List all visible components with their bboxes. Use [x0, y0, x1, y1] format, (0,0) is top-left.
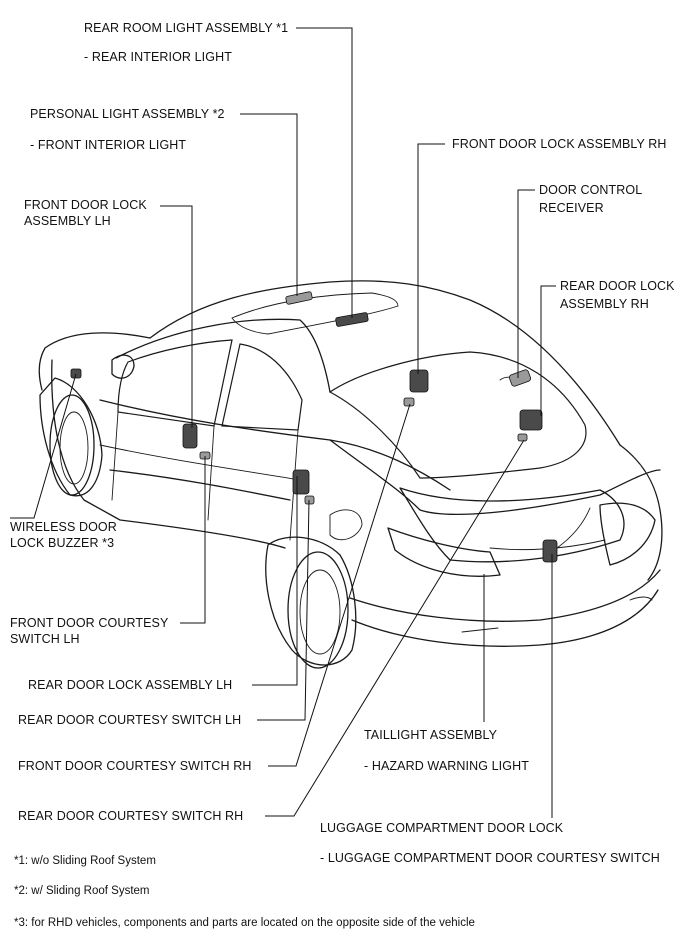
- label-door-control-receiver-2: RECEIVER: [539, 201, 604, 215]
- label-wireless-buzzer-2: LOCK BUZZER *3: [10, 536, 115, 550]
- leader-wireless-buzzer: [10, 373, 77, 519]
- leader-front-door-lock-lh: [160, 205, 193, 428]
- label-front-door-lock-lh-1: FRONT DOOR LOCK: [24, 198, 147, 212]
- leader-rear-courtesy-lh: [257, 499, 310, 721]
- footnote-1: *1: w/o Sliding Roof System: [14, 855, 156, 867]
- label-rear-interior-light: - REAR INTERIOR LIGHT: [84, 50, 232, 64]
- leader-rear-room-light: [296, 27, 353, 318]
- luggage-lock-part: [542, 507, 591, 563]
- footnote-2: *2: w/ Sliding Roof System: [14, 885, 150, 897]
- footnote-3: *3: for RHD vehicles, components and par…: [14, 917, 475, 929]
- leader-rear-door-lock-rh: [540, 285, 556, 416]
- label-rear-courtesy-lh: REAR DOOR COURTESY SWITCH LH: [18, 713, 242, 727]
- label-front-door-lock-lh-2: ASSEMBLY LH: [24, 214, 111, 228]
- label-front-courtesy-lh-2: SWITCH LH: [10, 632, 80, 646]
- label-wireless-buzzer-1: WIRELESS DOOR: [10, 520, 117, 534]
- label-personal-light: PERSONAL LIGHT ASSEMBLY *2: [30, 107, 225, 121]
- leader-front-door-lock-rh: [417, 143, 445, 374]
- label-rear-room-light: REAR ROOM LIGHT ASSEMBLY *1: [84, 21, 289, 35]
- label-rear-door-lock-rh-2: ASSEMBLY RH: [560, 297, 649, 311]
- label-front-interior-light: - FRONT INTERIOR LIGHT: [30, 138, 187, 152]
- label-luggage-courtesy: - LUGGAGE COMPARTMENT DOOR COURTESY SWIT…: [320, 851, 660, 865]
- front-door-lock-rh-part: [403, 369, 429, 407]
- front-door-lock-lh-part: [182, 423, 211, 460]
- label-rear-courtesy-rh: REAR DOOR COURTESY SWITCH RH: [18, 809, 244, 823]
- leader-front-courtesy-rh: [268, 403, 411, 767]
- wireless-buzzer-part: [70, 368, 82, 379]
- rear-door-lock-lh-part: [292, 469, 315, 505]
- car-outline: [38, 280, 663, 669]
- label-front-courtesy-rh: FRONT DOOR COURTESY SWITCH RH: [18, 759, 252, 773]
- label-door-control-receiver-1: DOOR CONTROL: [539, 183, 643, 197]
- leader-front-courtesy-lh: [180, 456, 206, 624]
- label-hazard-light: - HAZARD WARNING LIGHT: [364, 759, 529, 773]
- label-luggage-lock: LUGGAGE COMPARTMENT DOOR LOCK: [320, 821, 564, 835]
- label-taillight: TAILLIGHT ASSEMBLY: [364, 728, 498, 742]
- label-rear-door-lock-rh-1: REAR DOOR LOCK: [560, 279, 675, 293]
- leader-rear-door-lock-lh: [252, 476, 298, 686]
- rear-room-light-part: [335, 312, 369, 327]
- leader-rear-courtesy-rh: [265, 439, 525, 817]
- rear-door-lock-rh-part: [517, 409, 543, 442]
- label-rear-door-lock-lh: REAR DOOR LOCK ASSEMBLY LH: [28, 678, 233, 692]
- label-front-courtesy-lh-1: FRONT DOOR COURTESY: [10, 616, 169, 630]
- leader-lines: [10, 27, 556, 818]
- personal-light-part: [285, 291, 313, 305]
- leader-door-control-receiver: [517, 189, 535, 378]
- leader-personal-light: [240, 113, 298, 296]
- label-front-door-lock-rh: FRONT DOOR LOCK ASSEMBLY RH: [452, 137, 667, 151]
